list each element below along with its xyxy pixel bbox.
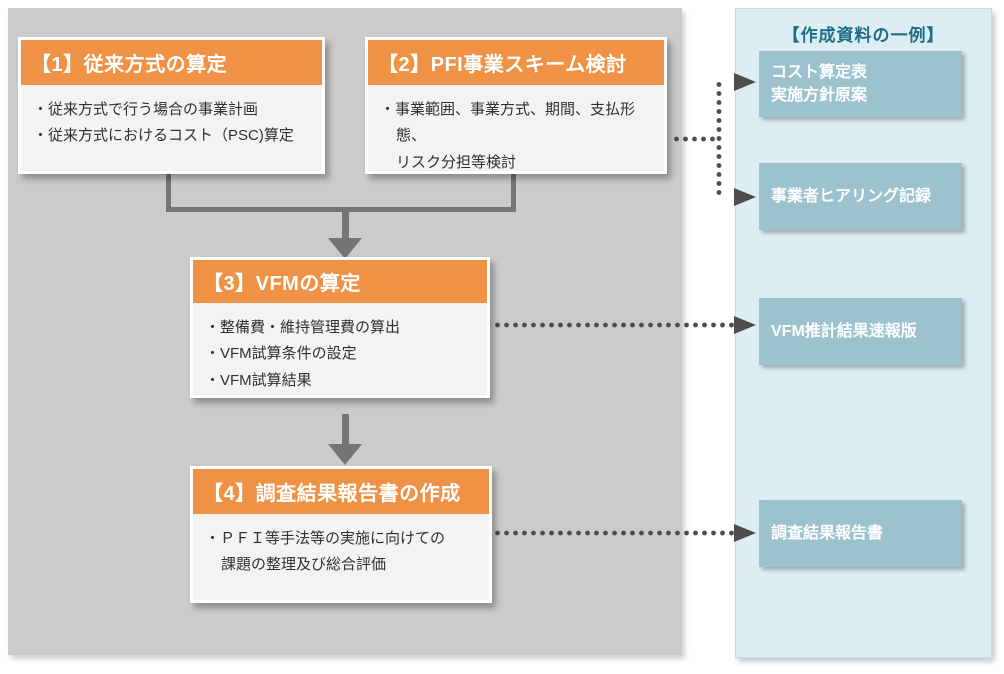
connector-step3-step4-stem [342, 414, 349, 446]
step1-bullet-1: ・従来方式で行う場合の事業計画 [33, 101, 259, 118]
doc-box-cost-table: コスト算定表 実施方針原案 [759, 51, 962, 117]
step4-bullet-1: ・ＰＦＩ等手法等の実施に向けての 課題の整理及び総合評価 [205, 530, 446, 574]
doc-box-hearing-record: 事業者ヒアリング記録 [759, 163, 962, 230]
step2-title: 【2】PFI事業スキーム検討 [368, 40, 664, 85]
step3-bullet-2: ・VFM試算条件の設定 [205, 345, 357, 363]
doc-box-vfm-report: VFM推計結果速報版 [759, 298, 962, 365]
step4-box: 【4】調査結果報告書の作成 ・ＰＦＩ等手法等の実施に向けての 課題の整理及び総合… [190, 466, 492, 603]
arrow-right-to-docA-icon [734, 73, 756, 91]
arrow-down-to-step3-icon [328, 238, 362, 259]
step2-body: ・事業範囲、事業方式、期間、支払形態、 リスク分担等検討 [368, 85, 664, 171]
dotted-line-branch-vertical [716, 80, 722, 198]
connector-step2-stub [511, 168, 516, 212]
step2-bullet-1: ・事業範囲、事業方式、期間、支払形態、 リスク分担等検討 [380, 101, 636, 171]
arrow-right-to-docD-icon [734, 524, 756, 542]
arrow-right-to-docC-icon [734, 316, 756, 334]
dotted-line-step3-docC [493, 322, 735, 328]
dotted-line-step2-branch [672, 136, 719, 142]
step4-title: 【4】調査結果報告書の作成 [193, 469, 489, 514]
step1-title: 【1】従来方式の算定 [21, 40, 322, 85]
arrow-right-to-docB-icon [734, 188, 756, 206]
arrow-down-to-step4-icon [328, 444, 362, 465]
dotted-line-step4-docD [493, 530, 735, 536]
step3-bullet-3: ・VFM試算結果 [205, 371, 312, 389]
legend-panel-title: 【作成資料の一例】 [782, 26, 945, 45]
connector-merge-bar [166, 207, 516, 212]
step3-title: 【3】VFMの算定 [193, 260, 487, 303]
step2-box: 【2】PFI事業スキーム検討 ・事業範囲、事業方式、期間、支払形態、 リスク分担… [365, 37, 667, 174]
connector-step1-stub [166, 168, 171, 212]
step3-body: ・整備費・維持管理費の算出 ・VFM試算条件の設定 ・VFM試算結果 [193, 303, 487, 395]
step3-box: 【3】VFMの算定 ・整備費・維持管理費の算出 ・VFM試算条件の設定 ・VFM… [190, 257, 490, 398]
step1-box: 【1】従来方式の算定 ・従来方式で行う場合の事業計画 ・従来方式におけるコスト（… [18, 37, 325, 174]
step3-bullet-1: ・整備費・維持管理費の算出 [205, 319, 401, 336]
doc-box-final-report: 調査結果報告書 [759, 500, 962, 567]
step1-body: ・従来方式で行う場合の事業計画 ・従来方式におけるコスト（PSC)算定 [21, 85, 322, 171]
step1-bullet-2: ・従来方式におけるコスト（PSC)算定 [33, 127, 294, 145]
connector-merge-stem [342, 207, 349, 240]
step4-body: ・ＰＦＩ等手法等の実施に向けての 課題の整理及び総合評価 [193, 514, 489, 600]
